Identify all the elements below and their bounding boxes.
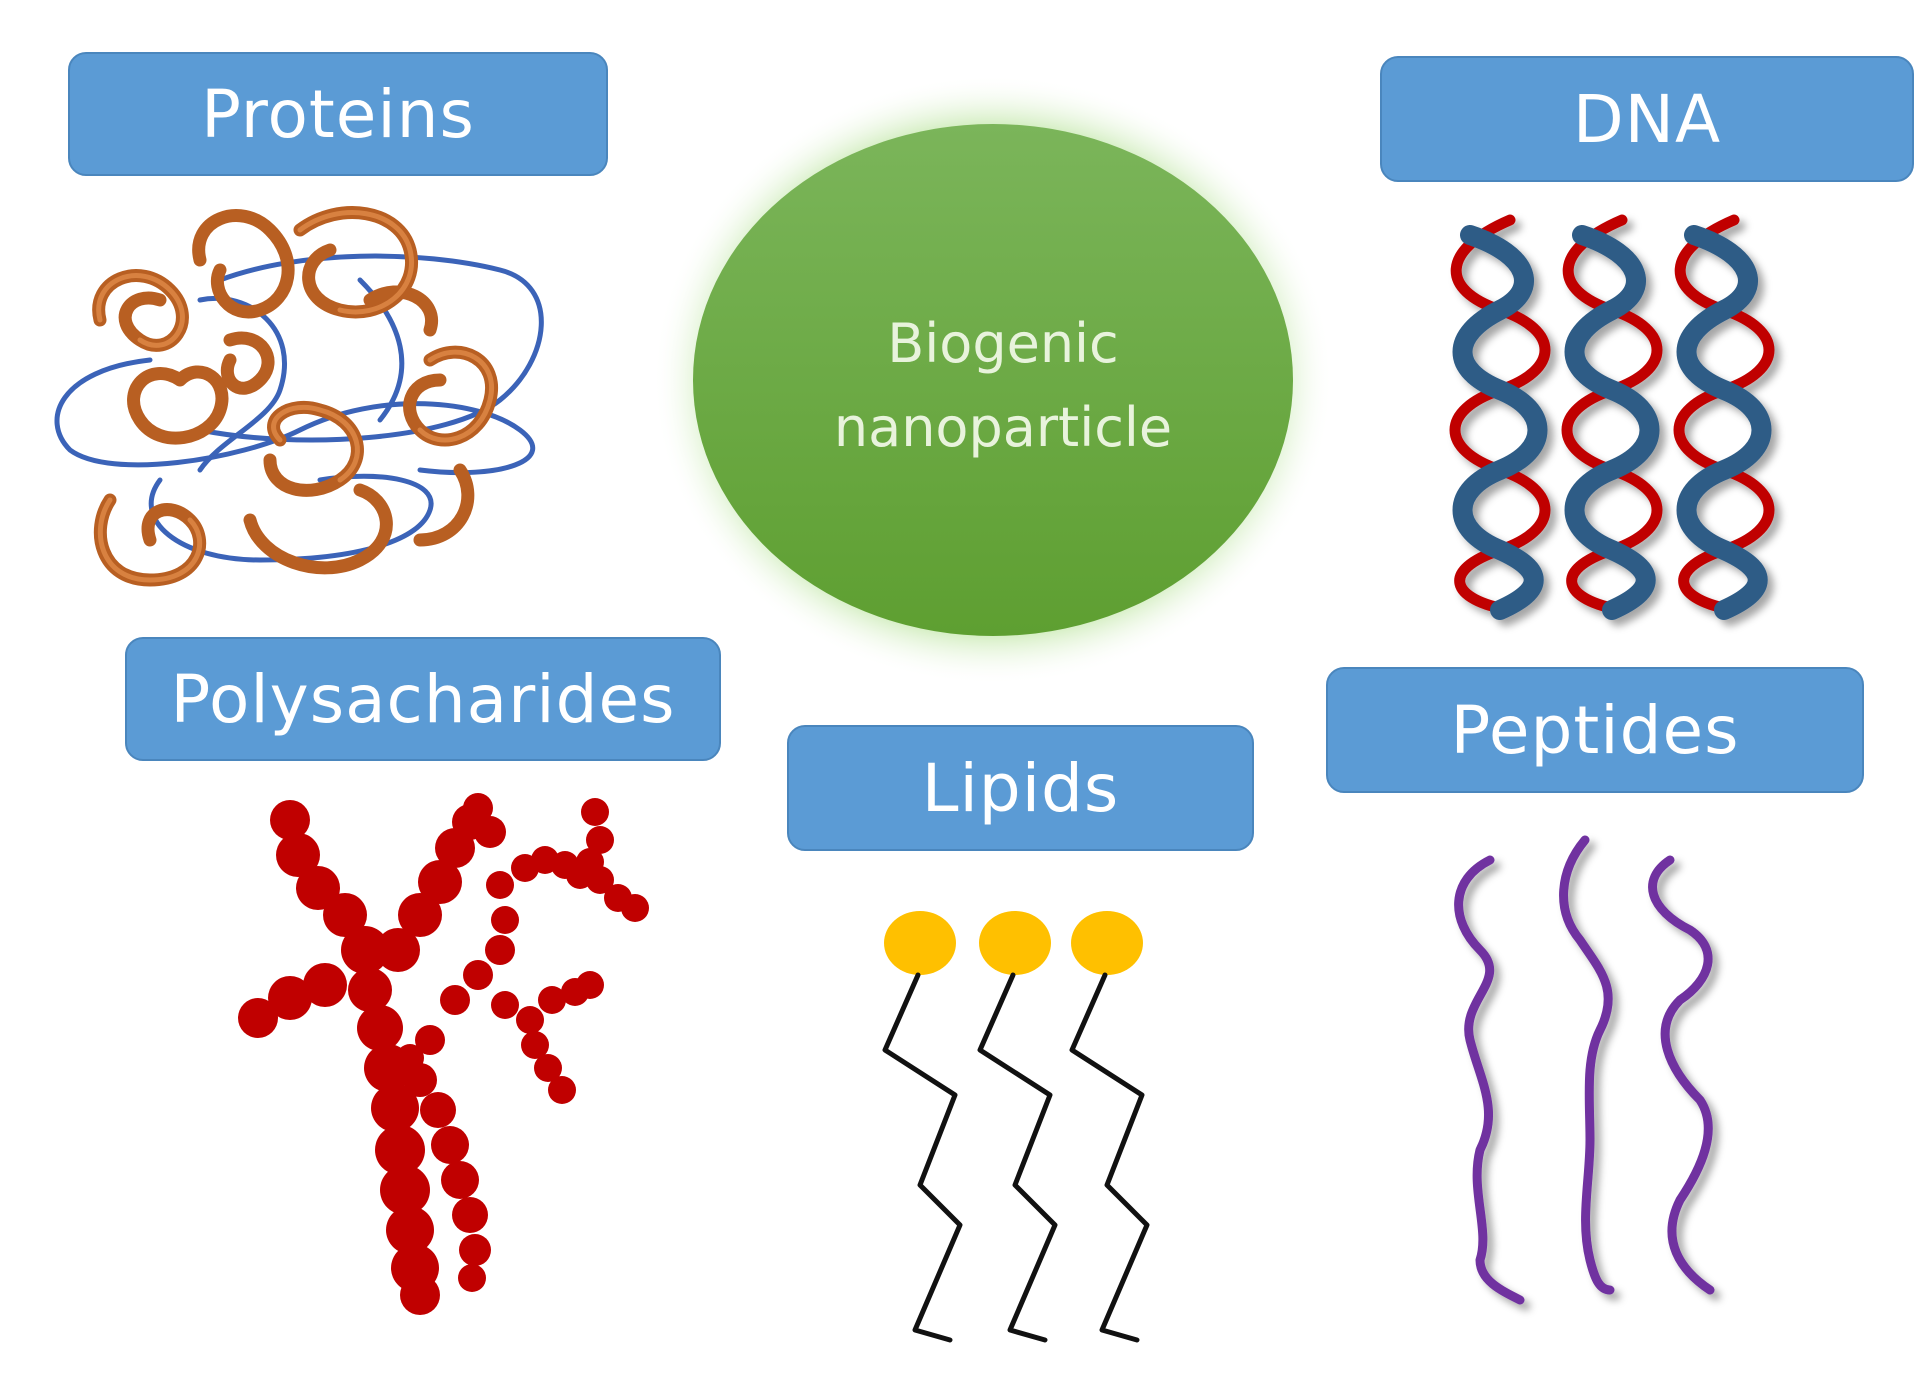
nanoparticle-sphere — [653, 75, 1333, 685]
label-proteins: Proteins — [68, 52, 608, 176]
nanoparticle-label-line2: nanoparticle — [833, 396, 1173, 459]
lipid-illustration — [882, 911, 1150, 1343]
polysaccharide-illustration — [238, 793, 649, 1315]
nanoparticle-label: Biogenic nanoparticle — [723, 302, 1283, 470]
dna-illustration — [1449, 214, 1775, 620]
nanoparticle-label-line1: Biogenic — [887, 312, 1119, 375]
label-peptides: Peptides — [1326, 667, 1864, 793]
label-polysaccharides: Polysacharides — [125, 637, 721, 761]
protein-illustration — [54, 206, 544, 587]
label-dna: DNA — [1380, 56, 1914, 182]
peptide-illustration — [1454, 835, 1715, 1305]
label-lipids: Lipids — [787, 725, 1254, 851]
